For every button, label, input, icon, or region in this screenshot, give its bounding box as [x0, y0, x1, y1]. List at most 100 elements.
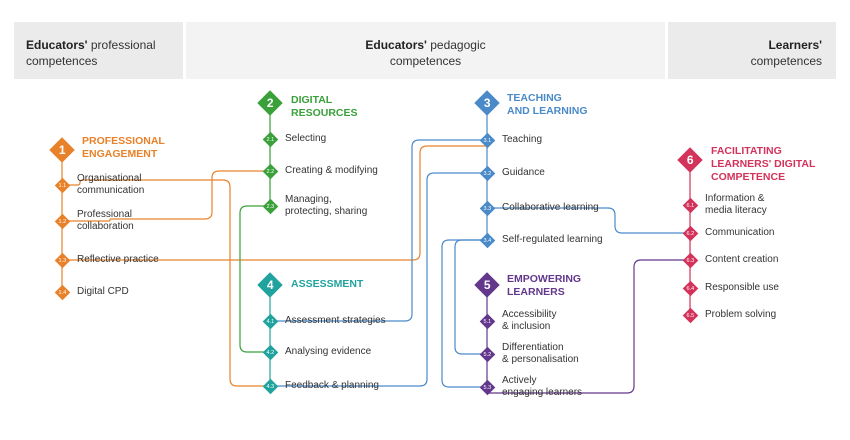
link-1.2-to-2.2: [62, 170, 270, 222]
competence-1.4-label: Digital CPD: [77, 286, 129, 298]
competence-4.2-label-line: Analysing evidence: [285, 346, 372, 357]
area-2-title: Digitalresources: [291, 94, 358, 120]
competence-2.3-label-line: Managing,: [285, 194, 332, 205]
competence-2.3-label-line: protecting, sharing: [285, 206, 368, 217]
competence-6.1-label-line: Information &: [705, 193, 765, 204]
competence-6.1-label-line: media literacy: [705, 205, 767, 216]
area-4-title-line: Assessment: [291, 278, 364, 290]
competence-6.1-number: 6.1: [686, 202, 694, 208]
competence-3.2-label-line: Guidance: [502, 167, 545, 178]
header-left-bold: Educators': [26, 38, 88, 52]
competence-2.1-label-line: Selecting: [285, 133, 327, 144]
competence-3.3-label-line: Collaborative learning: [502, 202, 599, 213]
link-4.3-to-3.2: [270, 172, 487, 387]
area-5-title-line: Empowering: [507, 273, 582, 285]
competence-6.5-number: 6.5: [686, 312, 694, 318]
competence-6.5-label: Problem solving: [705, 309, 776, 321]
area-5-title: Empoweringlearners: [507, 273, 581, 299]
link-1.1-to-4.3: [62, 179, 270, 387]
area-3-title: Teachingand learning: [507, 92, 588, 118]
header-pedagogic-competences: Educators' pedagogic competences: [186, 37, 665, 69]
competence-6.3-label: Content creation: [705, 254, 778, 266]
competence-6.4-label-line: Responsible use: [705, 282, 779, 293]
header-mid-rest: pedagogic: [426, 38, 486, 52]
competence-5.2-label: Differentiation& personalisation: [502, 342, 579, 366]
header-band-pedagogic: [186, 22, 665, 79]
link-1.3-to-3.1: [62, 145, 487, 261]
competence-3.1-label-line: Teaching: [502, 134, 543, 145]
area-2-title-line: Digital: [291, 94, 333, 106]
header-left-line2: competences: [26, 54, 98, 68]
header-band-professional: [14, 22, 183, 79]
competence-2.1-number: 2.1: [266, 136, 274, 142]
competence-3.3-label: Collaborative learning: [502, 202, 599, 214]
competence-5.2-number: 5.2: [483, 351, 491, 357]
competence-4.2-number: 4.2: [266, 349, 274, 355]
link-5.2-to-3.4: [454, 239, 487, 355]
header-right-bold: Learners': [768, 38, 822, 52]
competence-1.2-label-line: Professional: [77, 209, 133, 220]
competence-5.2-label-line: Differentiation: [502, 342, 564, 353]
link-2.3-to-4.2: [239, 205, 270, 353]
competence-6.3-number: 6.3: [686, 257, 694, 263]
competence-2.2-label: Creating & modifying: [285, 165, 378, 177]
competence-1.1-label-line: communication: [77, 185, 145, 196]
competence-1.2-number: 1.2: [58, 218, 66, 224]
area-6-title-line: learners' digital: [711, 158, 816, 170]
competence-1.2-label-line: collaboration: [77, 221, 134, 232]
competence-1.3-number: 1.3: [58, 257, 66, 263]
area-6-title: Facilitatinglearners' digitalcompetence: [711, 145, 815, 184]
competence-6.4-number: 6.4: [686, 285, 694, 291]
area-1-title: Professionalengagement: [82, 135, 165, 161]
competence-6.5-label-line: Problem solving: [705, 309, 777, 320]
header-mid-line2: competences: [389, 54, 462, 68]
competence-6.3-label-line: Content creation: [705, 254, 779, 265]
area-4-number: 4: [266, 278, 274, 292]
competence-6.2-number: 6.2: [686, 230, 694, 236]
competence-1.3-label: Reflective practice: [77, 254, 159, 266]
header-left-rest: professional: [87, 38, 156, 52]
competence-3.4-label: Self-regulated learning: [502, 234, 603, 246]
competence-3.2-label: Guidance: [502, 167, 545, 179]
competence-5.1-label-line: Accessibility: [502, 309, 557, 320]
competence-5.1-label-line: & inclusion: [502, 321, 551, 332]
area-5-number: 5: [483, 278, 491, 292]
competence-3.4-label-line: Self-regulated learning: [502, 234, 603, 245]
competence-5.3-label-line: engaging learners: [502, 387, 583, 398]
link-5.3-to-6.3: [487, 259, 690, 394]
competence-4.1-number: 4.1: [266, 318, 274, 324]
competence-5.1-label: Accessibility& inclusion: [502, 309, 556, 333]
competence-1.4-label-line: Digital CPD: [77, 286, 129, 297]
competence-1.1-label-line: Organisational: [77, 173, 142, 184]
competence-5.1-number: 5.1: [483, 318, 491, 324]
competence-1.1-number: 1.1: [58, 182, 66, 188]
area-6-title-line: competence: [711, 171, 786, 183]
competence-6.1-label: Information &media literacy: [705, 193, 767, 217]
area-4-title: Assessment: [291, 278, 363, 291]
area-2-title-line: resources: [291, 107, 358, 119]
competence-6.4-label: Responsible use: [705, 282, 779, 294]
area-1-number: 1: [58, 143, 66, 157]
competence-4.1-label: Assessment strategies: [285, 315, 386, 327]
competence-3.1-label: Teaching: [502, 134, 542, 146]
area-6-number: 6: [686, 153, 694, 167]
competence-5.3-number: 5.3: [483, 384, 491, 390]
competence-2.3-label: Managing,protecting, sharing: [285, 194, 367, 218]
competence-3.4-number: 3.4: [483, 237, 491, 243]
competence-3.3-number: 3.3: [483, 205, 491, 211]
competence-5.2-label-line: & personalisation: [502, 354, 579, 365]
competence-2.1-label: Selecting: [285, 133, 326, 145]
competence-3.1-number: 3.1: [483, 137, 491, 143]
area-1-title-line: Professional: [82, 135, 165, 147]
header-band-learners: [668, 22, 836, 79]
area-3-number: 3: [483, 96, 491, 110]
area-1-title-line: engagement: [82, 148, 158, 160]
competence-2.2-number: 2.2: [266, 168, 274, 174]
competence-6.2-label: Communication: [705, 227, 774, 239]
competence-2.3-number: 2.3: [266, 203, 274, 209]
competence-1.4-number: 1.4: [58, 289, 66, 295]
header-professional-competences: Educators' professional competences: [26, 37, 176, 69]
